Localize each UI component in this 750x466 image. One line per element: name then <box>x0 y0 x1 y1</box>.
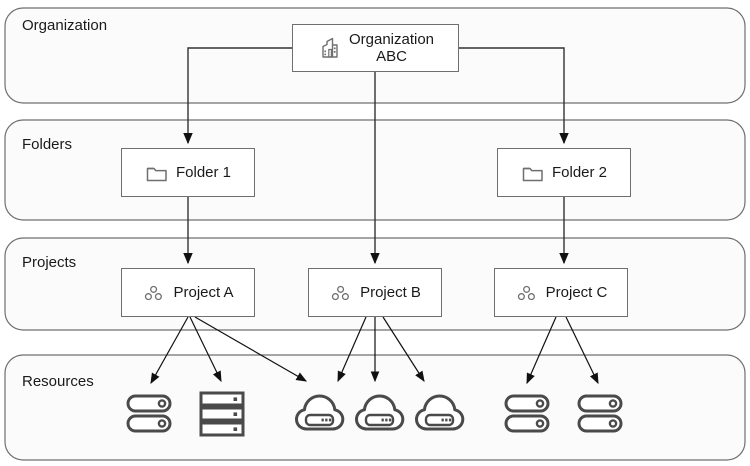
folder-icon <box>145 162 169 184</box>
resource-server-1[interactable] <box>125 392 173 441</box>
node-project-a[interactable]: Project A <box>121 268 255 317</box>
node-label: Project B <box>360 283 421 301</box>
node-project-b[interactable]: Project B <box>308 268 442 317</box>
node-label: Project A <box>173 283 234 301</box>
edge-project-c-to-res-6 <box>526 316 557 385</box>
edge-project-a-to-res-2 <box>189 316 222 383</box>
node-organization-abc[interactable]: Organization ABC <box>292 24 459 72</box>
edge-project-c-to-res-7 <box>565 316 599 385</box>
edge-org-to-folder-1 <box>183 47 292 145</box>
resource-cloud-3[interactable] <box>415 389 465 440</box>
resource-cloud-1[interactable] <box>295 389 345 440</box>
resource-server-2[interactable] <box>198 390 246 443</box>
band-label-folders: Folders <box>22 136 73 153</box>
project-icon <box>329 282 353 304</box>
band-label-organization: Organization <box>22 17 108 34</box>
cloud-server-icon <box>415 394 465 431</box>
resource-server-3[interactable] <box>503 392 551 441</box>
node-label: Organization ABC <box>348 30 435 65</box>
edge-project-b-to-res-6 <box>382 316 425 383</box>
cloud-server-icon <box>355 394 405 431</box>
edge-project-a-to-res-1 <box>150 316 189 385</box>
edge-org-to-folder-2 <box>459 47 569 145</box>
node-label: Project C <box>545 283 608 301</box>
resource-server-4[interactable] <box>576 392 624 441</box>
project-icon <box>515 282 539 304</box>
node-label: Folder 2 <box>551 163 608 181</box>
node-folder-1[interactable]: Folder 1 <box>121 148 255 197</box>
server-2bay-icon <box>577 394 623 433</box>
band-label-projects: Projects <box>22 254 77 271</box>
node-label: Folder 1 <box>175 163 232 181</box>
edge-project-a-to-res-3 <box>194 316 308 382</box>
server-rack-icon <box>199 391 245 437</box>
server-2bay-icon <box>126 394 172 433</box>
folder-icon <box>521 162 545 184</box>
node-project-c[interactable]: Project C <box>494 268 628 317</box>
cloud-server-icon <box>295 394 345 431</box>
edge-project-b-to-res-4 <box>337 316 367 383</box>
node-folder-2[interactable]: Folder 2 <box>497 148 631 197</box>
server-2bay-icon <box>504 394 550 433</box>
resource-cloud-2[interactable] <box>355 389 405 440</box>
project-icon <box>142 282 166 304</box>
band-label-resources: Resources <box>22 373 94 390</box>
building-icon <box>317 35 343 61</box>
